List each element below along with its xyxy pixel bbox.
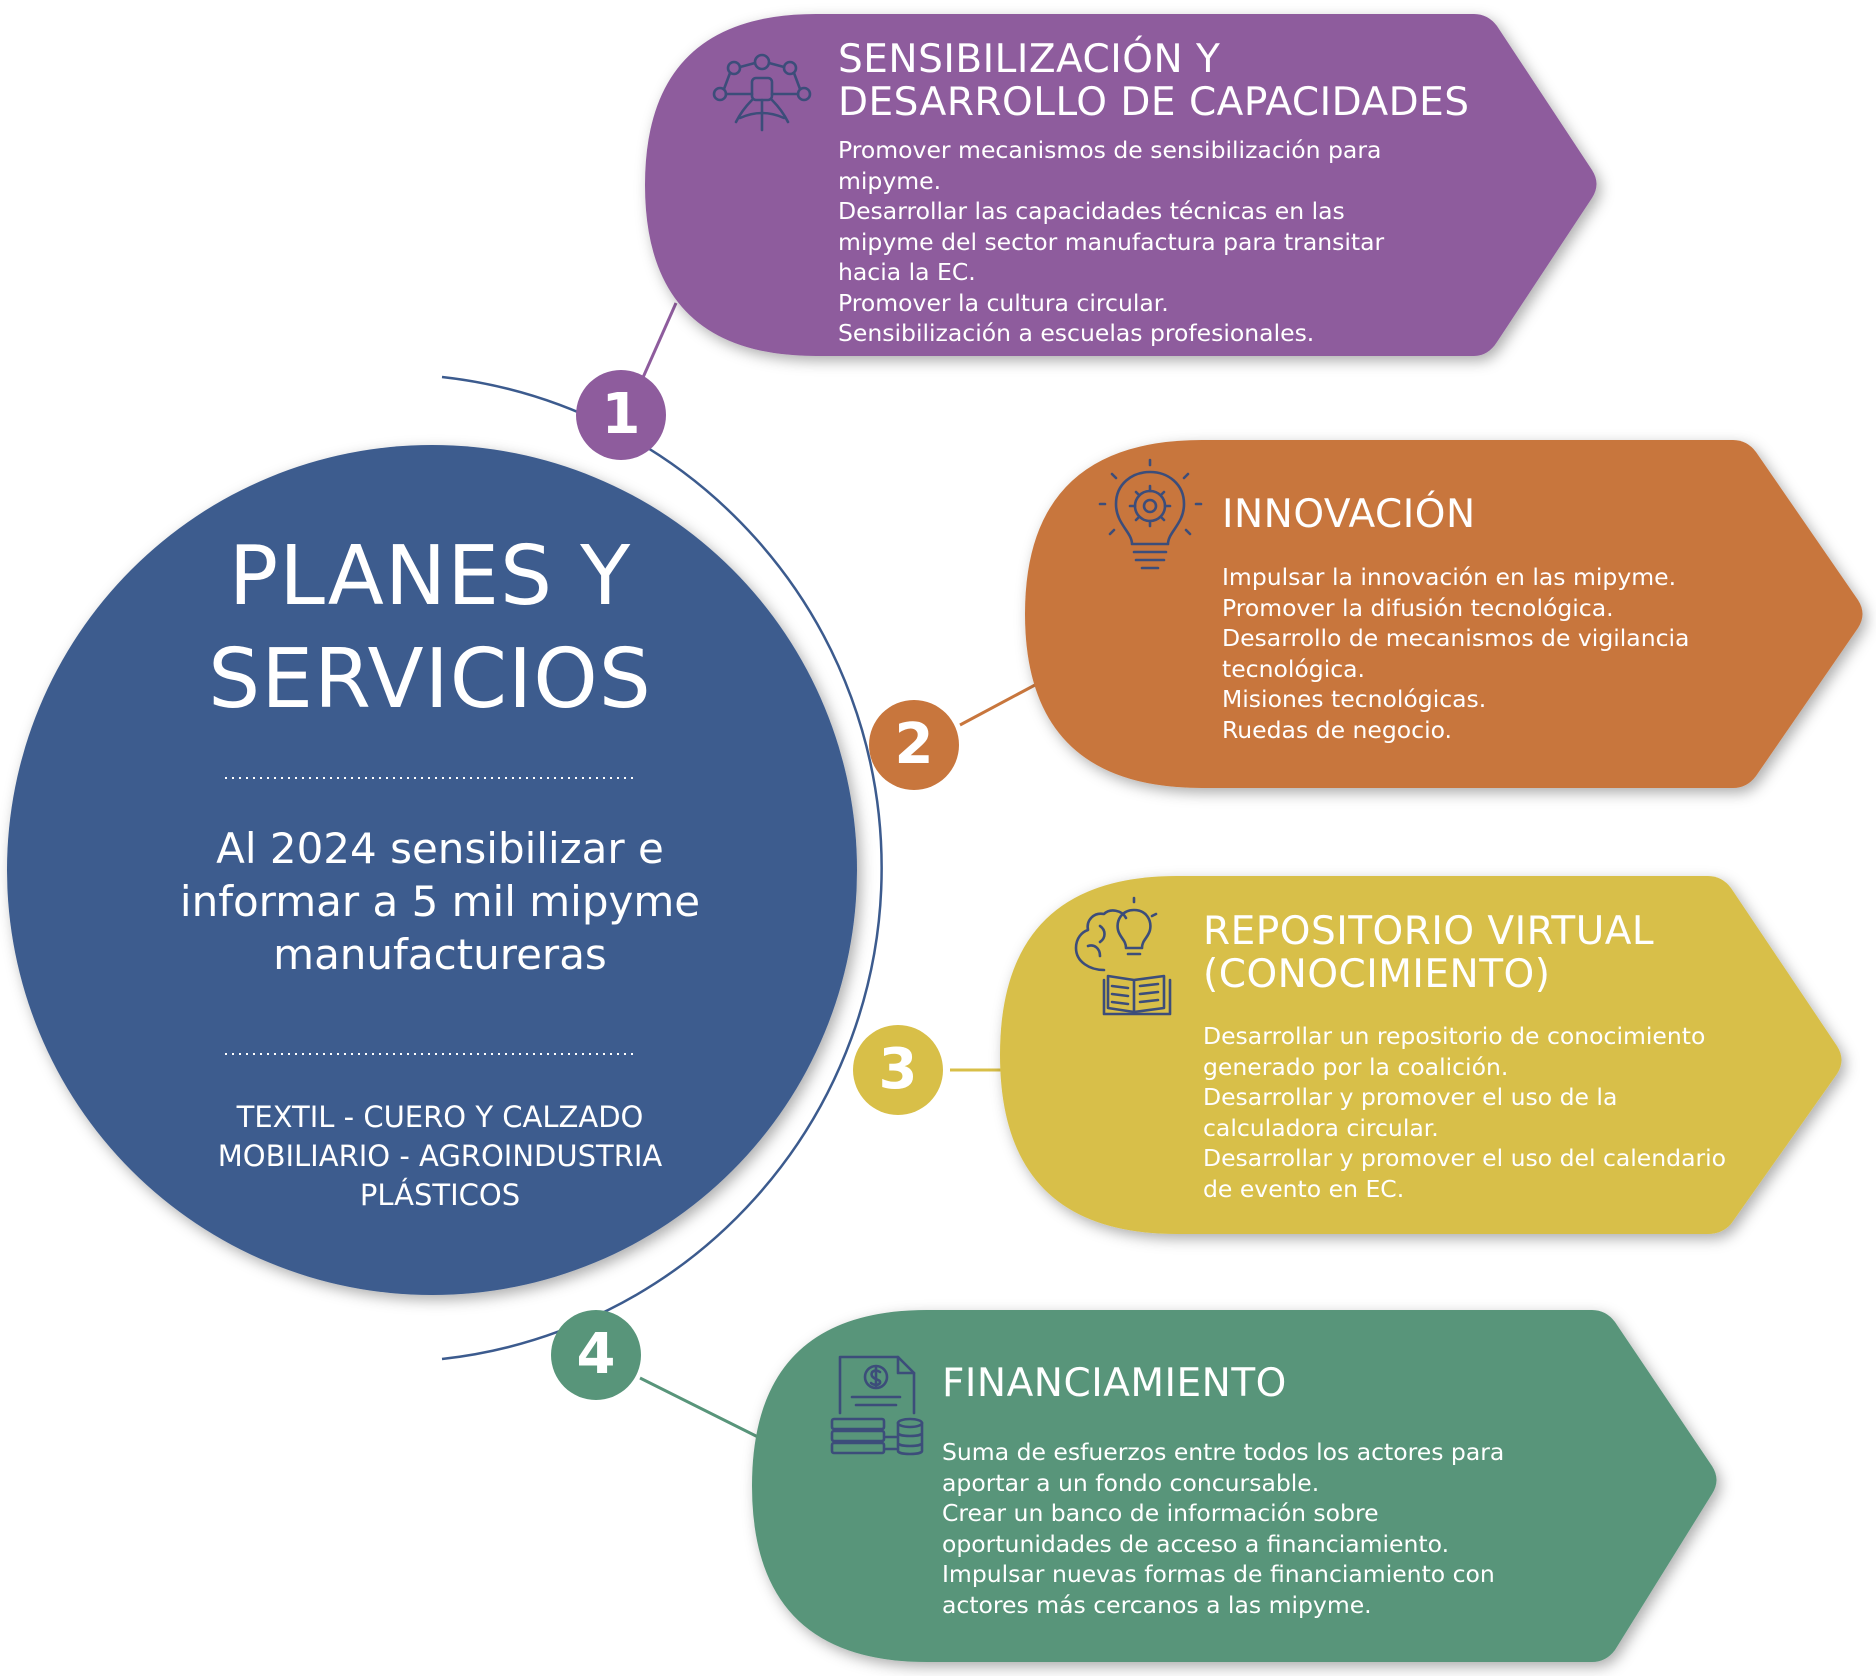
card-2-item-1: Impulsar la innovación en las mipyme. <box>1222 563 1677 591</box>
card-list-3: Desarrollar un repositorio de conocimien… <box>1203 1021 1733 1204</box>
badge-circle-4 <box>551 1310 641 1400</box>
people-network-icon <box>712 53 812 132</box>
card-4-item-3: Impulsar nuevas formas de financiamiento… <box>942 1560 1495 1619</box>
center-title: PLANES Y SERVICIOS <box>208 529 652 727</box>
card-shape-4 <box>752 1310 1717 1662</box>
card-list-1: Promover mecanismos de sensibilización p… <box>838 135 1438 349</box>
brain-book-icon <box>1074 896 1172 1016</box>
card-1-item-4: Sensibilización a escuelas profesionales… <box>838 319 1315 347</box>
card-4-item-2: Crear un banco de información sobre opor… <box>942 1499 1450 1558</box>
card-1-item-3: Promover la cultura circular. <box>838 288 1169 317</box>
card-2-item-4: Misiones tecnológicas. <box>1222 685 1487 713</box>
lightbulb-gear-icon <box>1098 458 1203 570</box>
card-3-item-1: Desarrollar un repositorio de conocimien… <box>1203 1022 1706 1081</box>
card-list-2: Impulsar la innovación en las mipyme. Pr… <box>1222 562 1762 745</box>
badge-number-3: 3 <box>878 1037 918 1102</box>
card-title-3: REPOSITORIO VIRTUAL (CONOCIMIENTO) <box>1203 909 1655 997</box>
center-sectors: TEXTIL - CUERO Y CALZADO MOBILIARIO - AG… <box>217 1100 663 1212</box>
center-circle <box>7 445 857 1295</box>
card-2-item-5: Ruedas de negocio. <box>1222 715 1453 744</box>
connector-line-2 <box>959 683 1036 727</box>
badge-number-2: 2 <box>894 712 934 777</box>
card-list-4: Suma de esfuerzos entre todos los actore… <box>942 1437 1542 1620</box>
center-goal: Al 2024 sensibilizar e informar a 5 mil … <box>179 824 701 979</box>
card-title-2: INNOVACIÓN <box>1222 492 1476 537</box>
card-title-1: SENSIBILIZACIÓN Y DESARROLLO DE CAPACIDA… <box>838 37 1470 125</box>
badge-number-4: 4 <box>576 1322 616 1387</box>
badge-circle-3 <box>853 1025 943 1115</box>
card-3-item-3: Desarrollar y promover el uso del calend… <box>1203 1144 1727 1203</box>
connector-line-4 <box>639 1376 761 1440</box>
card-shape-1 <box>645 14 1597 356</box>
badge-circle-2 <box>869 700 959 790</box>
card-1-item-1: Promover mecanismos de sensibilización p… <box>838 136 1382 195</box>
card-4-item-1: Suma de esfuerzos entre todos los actore… <box>942 1438 1505 1497</box>
card-1-item-2: Desarrollar las capacidades técnicas en … <box>838 197 1385 286</box>
connector-line-1 <box>639 302 678 383</box>
card-shape-3 <box>1000 876 1842 1234</box>
card-3-item-2: Desarrollar y promover el uso de la calc… <box>1203 1083 1618 1142</box>
card-2-item-3: Desarrollo de mecanismos de vigilancia t… <box>1222 624 1690 683</box>
card-2-item-2: Promover la difusión tecnológica. <box>1222 593 1614 622</box>
card-shape-2 <box>1025 440 1863 788</box>
badge-number-1: 1 <box>601 382 641 447</box>
connector-arc <box>441 375 883 1361</box>
card-title-4: FINANCIAMIENTO <box>942 1361 1287 1406</box>
money-document-icon <box>830 1355 924 1456</box>
badge-circle-1 <box>576 370 666 460</box>
